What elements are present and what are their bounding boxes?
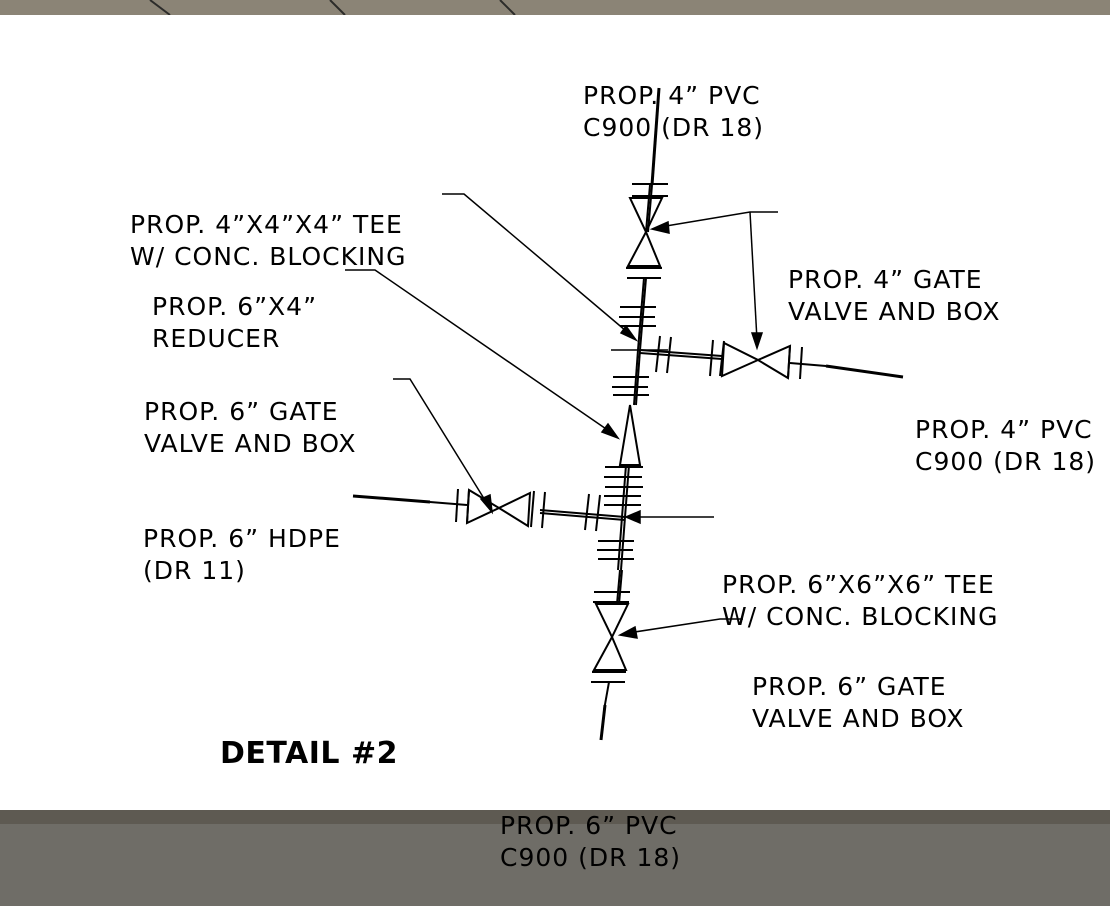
drawing-sheet — [0, 15, 1110, 810]
tee-6x6x6 — [617, 516, 626, 571]
leader-gate-6-left — [393, 378, 494, 515]
detail-title: DETAIL #2 — [220, 736, 398, 771]
reducer-6x4 — [618, 404, 642, 466]
label-hdpe-6in: PROP. 6” HDPE(DR 11) — [143, 524, 341, 585]
gate-valve-4in-horizontal — [720, 341, 792, 380]
pipe-6in-vertical-bottom — [599, 704, 607, 741]
leader-gate-6-bottom — [617, 618, 743, 639]
label-reducer-6x4: PROP. 6”X4”REDUCER — [152, 292, 318, 353]
pipe-4in-vertical-top — [650, 87, 661, 186]
gate-valve-6in-horizontal — [465, 488, 532, 528]
leader-tee-6 — [624, 509, 714, 525]
pipe-detail-drawing — [345, 87, 904, 741]
leader-gate-4 — [649, 211, 778, 351]
leader-tee-4 — [442, 193, 639, 342]
leader-reducer — [345, 269, 621, 440]
gate-valve-6in-vertical — [592, 603, 630, 671]
pipe-6in-hdpe-left — [352, 494, 431, 504]
gate-valve-4in-vertical — [626, 197, 664, 267]
pipe-4in-horizontal-right — [825, 364, 904, 379]
